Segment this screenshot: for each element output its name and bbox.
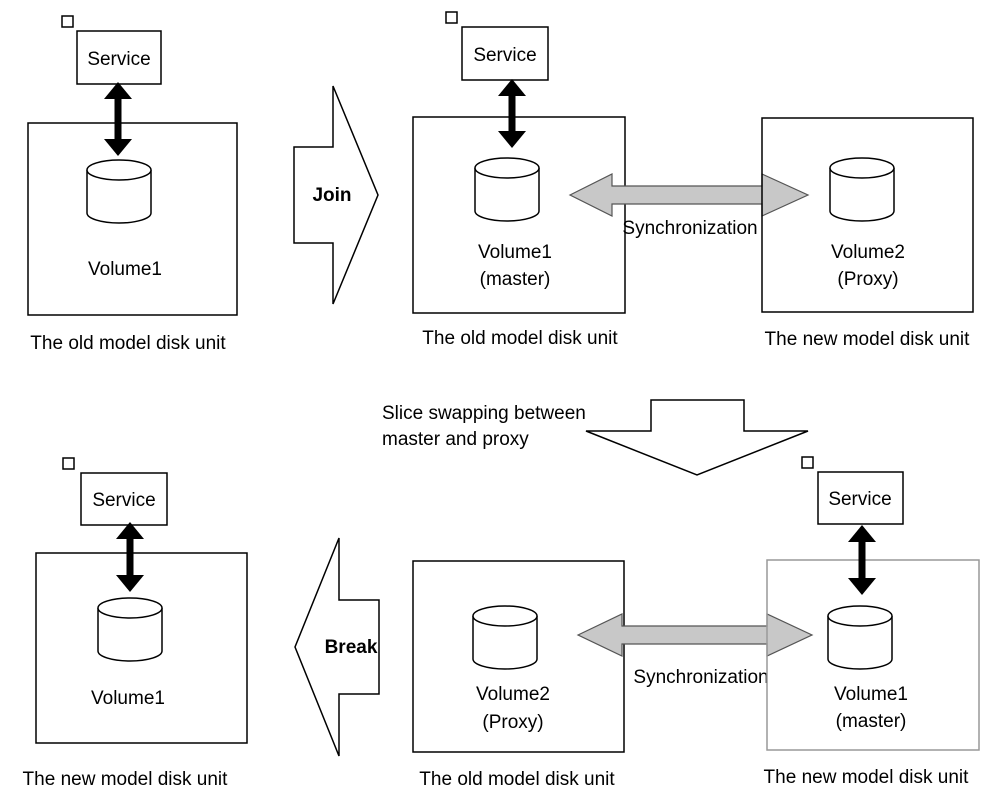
panel-bottom-left: Service Volume1 The new model disk unit bbox=[23, 457, 248, 790]
panel-bottom-right: Service Volume1 (master) The new model d… bbox=[764, 456, 980, 788]
panel-top-middle: Service Volume1 (master) The old model d… bbox=[412, 11, 626, 349]
panel-caption: The new model disk unit bbox=[23, 769, 229, 790]
disk-unit-box bbox=[766, 559, 980, 751]
cylinder-icon bbox=[472, 605, 538, 670]
block-arrow-icon bbox=[585, 399, 809, 476]
service-label: Service bbox=[473, 45, 536, 66]
block-arrow-icon bbox=[294, 537, 380, 757]
volume-role-label: (Proxy) bbox=[837, 269, 898, 290]
disk-unit-box bbox=[412, 116, 626, 314]
break-block-arrow: Break bbox=[294, 537, 380, 757]
swap-block-arrow: Slice swapping between master and proxy bbox=[382, 399, 809, 476]
volume-role-label: (Proxy) bbox=[482, 712, 543, 733]
small-square-icon bbox=[61, 15, 74, 28]
disk-unit-box bbox=[412, 560, 625, 753]
double-arrow-icon bbox=[116, 522, 144, 592]
disk-unit-box bbox=[761, 117, 974, 313]
double-arrow-icon bbox=[104, 82, 132, 156]
break-label: Break bbox=[325, 637, 378, 658]
swap-label-line1: Slice swapping between bbox=[382, 403, 586, 424]
volume-label: Volume1 bbox=[834, 684, 908, 705]
join-label: Join bbox=[312, 185, 351, 206]
double-arrow-icon bbox=[848, 525, 876, 595]
volume-label: Volume1 bbox=[91, 688, 165, 709]
volume-role-label: (master) bbox=[480, 269, 551, 290]
small-square-icon bbox=[445, 11, 458, 24]
cylinder-icon bbox=[829, 157, 895, 222]
volume-role-label: (master) bbox=[836, 711, 907, 732]
volume-label: Volume1 bbox=[88, 259, 162, 280]
service-box bbox=[80, 472, 168, 526]
double-arrow-icon bbox=[568, 173, 810, 217]
swap-label-line2: master and proxy bbox=[382, 429, 529, 450]
volume-label: Volume2 bbox=[831, 242, 905, 263]
panel-caption: The old model disk unit bbox=[30, 333, 226, 354]
volume-label: Volume1 bbox=[478, 242, 552, 263]
block-arrow-icon bbox=[293, 85, 379, 305]
disk-unit-box bbox=[27, 122, 238, 316]
service-box bbox=[817, 471, 904, 525]
panel-caption: The old model disk unit bbox=[419, 769, 615, 790]
disk-unit-box bbox=[35, 552, 248, 744]
double-arrow-icon bbox=[576, 613, 814, 657]
panel-caption: The new model disk unit bbox=[765, 329, 971, 350]
double-arrow-icon bbox=[498, 79, 526, 148]
small-square-icon bbox=[801, 456, 814, 469]
join-block-arrow: Join bbox=[293, 85, 379, 305]
cylinder-icon bbox=[827, 605, 893, 670]
service-label: Service bbox=[828, 489, 891, 510]
panel-caption: The old model disk unit bbox=[422, 328, 618, 349]
panel-top-right: Volume2 (Proxy) The new model disk unit bbox=[761, 117, 974, 350]
volume-label: Volume2 bbox=[476, 684, 550, 705]
service-label: Service bbox=[87, 49, 150, 70]
cylinder-icon bbox=[97, 597, 163, 662]
cylinder-icon bbox=[474, 157, 540, 222]
sync-label: Synchronization bbox=[622, 218, 757, 239]
service-label: Service bbox=[92, 490, 155, 511]
service-box bbox=[461, 26, 549, 81]
sync-label: Synchronization bbox=[633, 667, 768, 688]
panel-top-left: Service Volume1 The old model disk unit bbox=[27, 15, 238, 354]
small-square-icon bbox=[62, 457, 75, 470]
panel-caption: The new model disk unit bbox=[764, 767, 970, 788]
panel-bottom-middle: Volume2 (Proxy) The old model disk unit bbox=[412, 560, 625, 790]
sync-arrow-bottom: Synchronization bbox=[576, 613, 814, 688]
cylinder-icon bbox=[86, 159, 152, 224]
sync-arrow-top: Synchronization bbox=[568, 173, 810, 239]
